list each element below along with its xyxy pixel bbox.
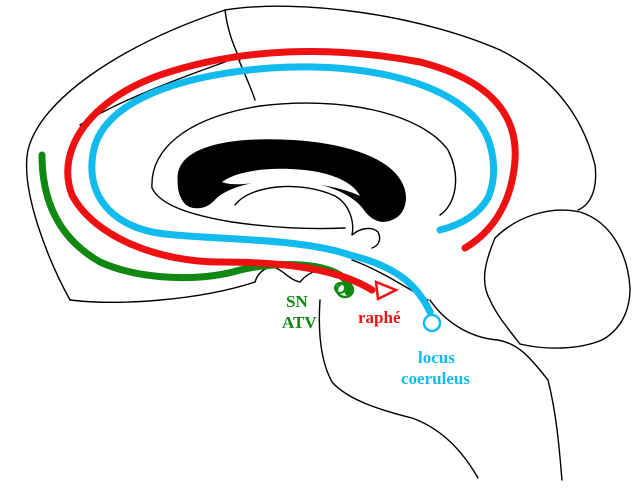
central-sulcus-line	[238, 58, 255, 100]
pathways	[42, 51, 515, 312]
label-locus: locus	[418, 348, 455, 367]
brain-outline	[27, 6, 630, 480]
cerebellum-contour	[495, 210, 630, 348]
frontal-lobe-lower-edge	[70, 282, 255, 302]
label-atv: ATV	[282, 313, 317, 332]
cerebellum-fold	[485, 238, 520, 344]
hypothalamus-contour	[255, 268, 300, 282]
top-sulcus-line	[225, 10, 240, 60]
locus-coeruleus-marker	[424, 315, 440, 331]
label-coeruleus: coeruleus	[401, 369, 470, 388]
raphe-triangle-marker	[376, 282, 396, 299]
labels: SN ATV raphé locus coeruleus	[282, 292, 470, 388]
label-raphe: raphé	[358, 308, 401, 327]
label-sn: SN	[286, 292, 308, 311]
brainstem-back-contour	[430, 300, 562, 480]
